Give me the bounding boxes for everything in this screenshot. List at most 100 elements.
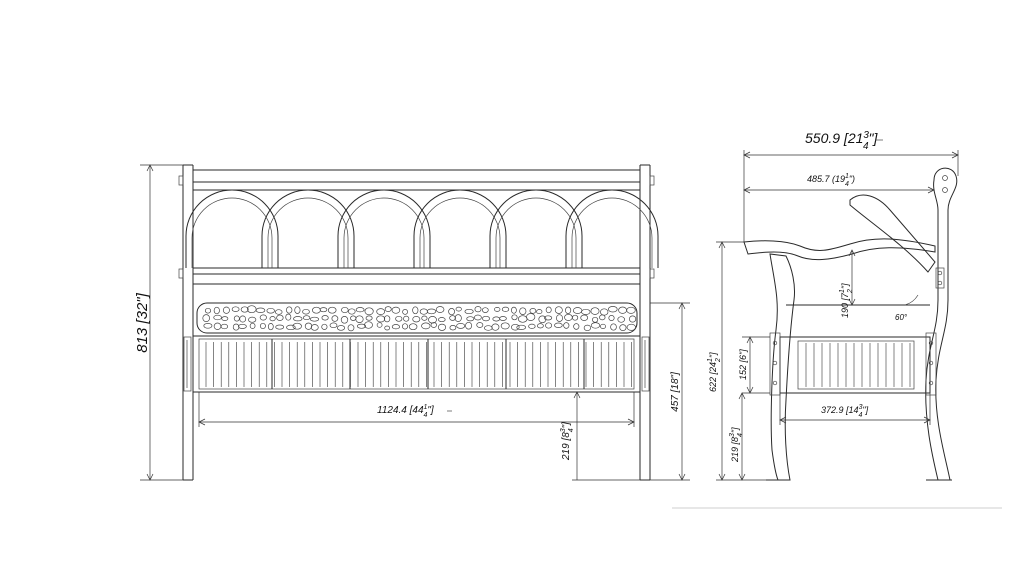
pebble [481,307,489,313]
pebble [572,314,579,321]
pebble [565,306,572,314]
pebble [403,315,410,322]
pebble [528,323,536,329]
pebble [428,316,437,324]
pebble [517,315,528,323]
overall-height-label: 813 [32"] [134,292,151,352]
pebble [248,316,257,323]
box-slats [205,339,632,389]
box-height-label: 152 [6"] [738,349,748,380]
pebble [573,323,580,330]
storage-box-front [183,335,650,393]
pebble [341,306,349,314]
box-clearance-label: 219 [834"] [729,427,744,463]
armrest [743,238,936,261]
pebble [572,307,583,314]
storage-box-side [769,332,937,396]
pebble [412,306,419,315]
pebble [302,308,310,315]
pebble [274,309,283,315]
pebble [376,315,386,323]
backrest-angle: 60° [895,294,919,322]
pebble [563,322,570,329]
dim-storage-clearance: 219 [834"] [560,391,640,481]
arm-above-seat-label: 190 [712"] [839,283,854,318]
arch [185,189,279,268]
pebble [608,306,618,313]
pebble [474,306,482,313]
dim-overall-height: 813 [32"] [134,164,183,481]
front-leg [769,253,795,481]
pebble [618,306,627,314]
pebble [426,308,437,315]
pebble [384,306,392,312]
pebble [365,315,373,321]
pebble [494,307,501,312]
storage-clearance-label: 219 [834"] [560,422,575,461]
pebble [204,307,212,314]
back-post [925,167,958,481]
pebble [590,322,601,329]
pebble [376,308,386,315]
pebble [321,323,328,330]
dim-box-height: 152 [6"] [738,336,770,394]
pebble [304,322,313,330]
pebble [617,316,625,323]
pebble [401,323,409,330]
pebble [491,323,500,331]
pebble [419,308,428,315]
pebble [600,323,606,329]
arch-inner [571,197,653,268]
pebble [384,325,391,331]
pebble [610,323,617,331]
pebble [545,322,553,329]
pebble [285,313,292,321]
pebble [474,314,482,321]
dim-seat-height: 457 [18"] [650,302,690,481]
pebble [626,323,636,331]
pebble [556,314,563,322]
pebble [608,315,615,321]
pebble [483,325,493,331]
pebble [275,324,285,330]
pebble [455,306,462,312]
dim-arm-height: 622 [2412"] [707,241,766,481]
pebble [255,307,266,313]
pebble [499,316,507,321]
pebble [231,306,240,312]
pebble [408,323,418,331]
arch [337,189,431,268]
arch-inner [419,197,501,268]
arch [413,189,507,268]
pebble [619,324,627,331]
arch [565,189,659,268]
pebble [592,316,599,323]
pebble [449,325,457,331]
seat-height-label: 457 [18"] [670,372,681,412]
pebble [581,308,591,315]
pebble [537,323,544,329]
pebble [321,315,329,321]
pebble [482,315,490,322]
pebble [456,323,466,329]
pebble [421,322,431,330]
pebble [580,314,589,321]
pebble [554,306,563,314]
pebble [356,323,367,329]
arm-height-label: 622 [2412"] [707,352,722,392]
pebble [302,315,311,321]
pebble [629,315,637,323]
arch-inner [343,197,425,268]
pebble [249,322,256,329]
pebble [312,306,321,314]
pebble [259,314,267,321]
pebble [590,307,600,315]
